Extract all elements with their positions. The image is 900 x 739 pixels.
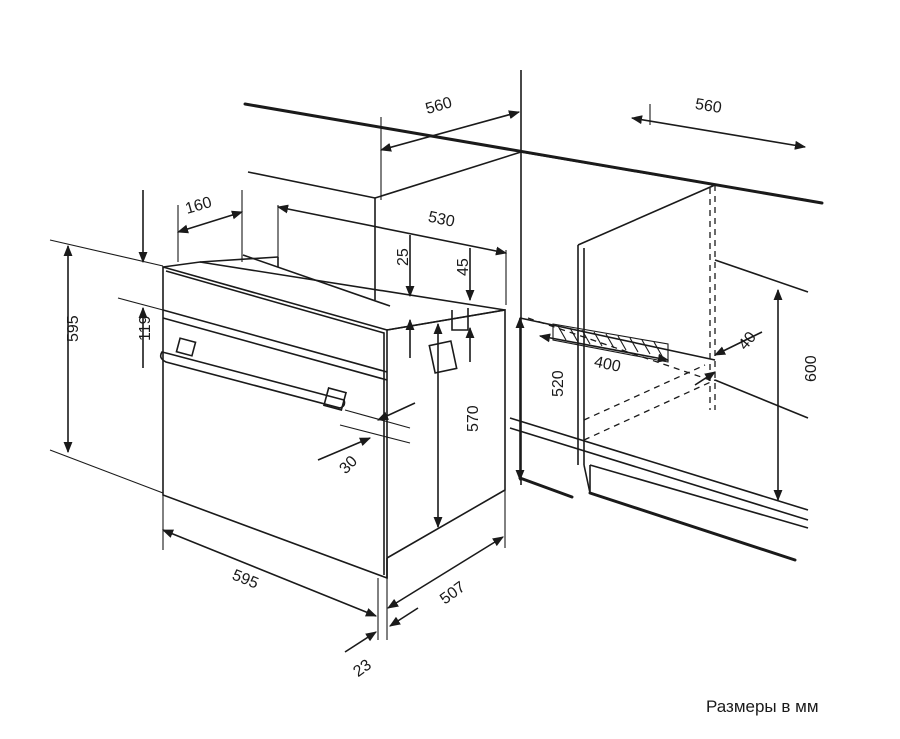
dim-side-offset: 45 [455, 258, 472, 276]
dim-front-thickness: 23 [350, 657, 374, 681]
dim-vent-depth: 40 [735, 329, 760, 354]
dim-panel-height: 119 [137, 315, 154, 341]
dimension-lines [49, 104, 807, 653]
dim-niche-height: 600 [803, 355, 820, 382]
dim-vent-width: 400 [593, 354, 623, 376]
dim-niche-width-top: 560 [424, 94, 454, 118]
oven-appliance [159, 254, 506, 580]
units-caption: Размеры в мм [706, 697, 819, 716]
dim-body-depth: 507 [437, 579, 469, 609]
dim-niche-height-bottom: 520 [550, 370, 567, 397]
dim-body-height: 570 [465, 405, 482, 432]
dim-handle-depth: 30 [336, 453, 361, 478]
dim-top-offset: 25 [395, 248, 412, 266]
dim-cavity-depth: 530 [427, 209, 457, 231]
dim-front-width: 595 [230, 567, 261, 593]
dim-niche-depth-top: 560 [694, 96, 723, 117]
dim-back-gap: 160 [183, 194, 213, 218]
oven-handle [159, 337, 348, 412]
dim-front-height: 595 [65, 315, 82, 342]
